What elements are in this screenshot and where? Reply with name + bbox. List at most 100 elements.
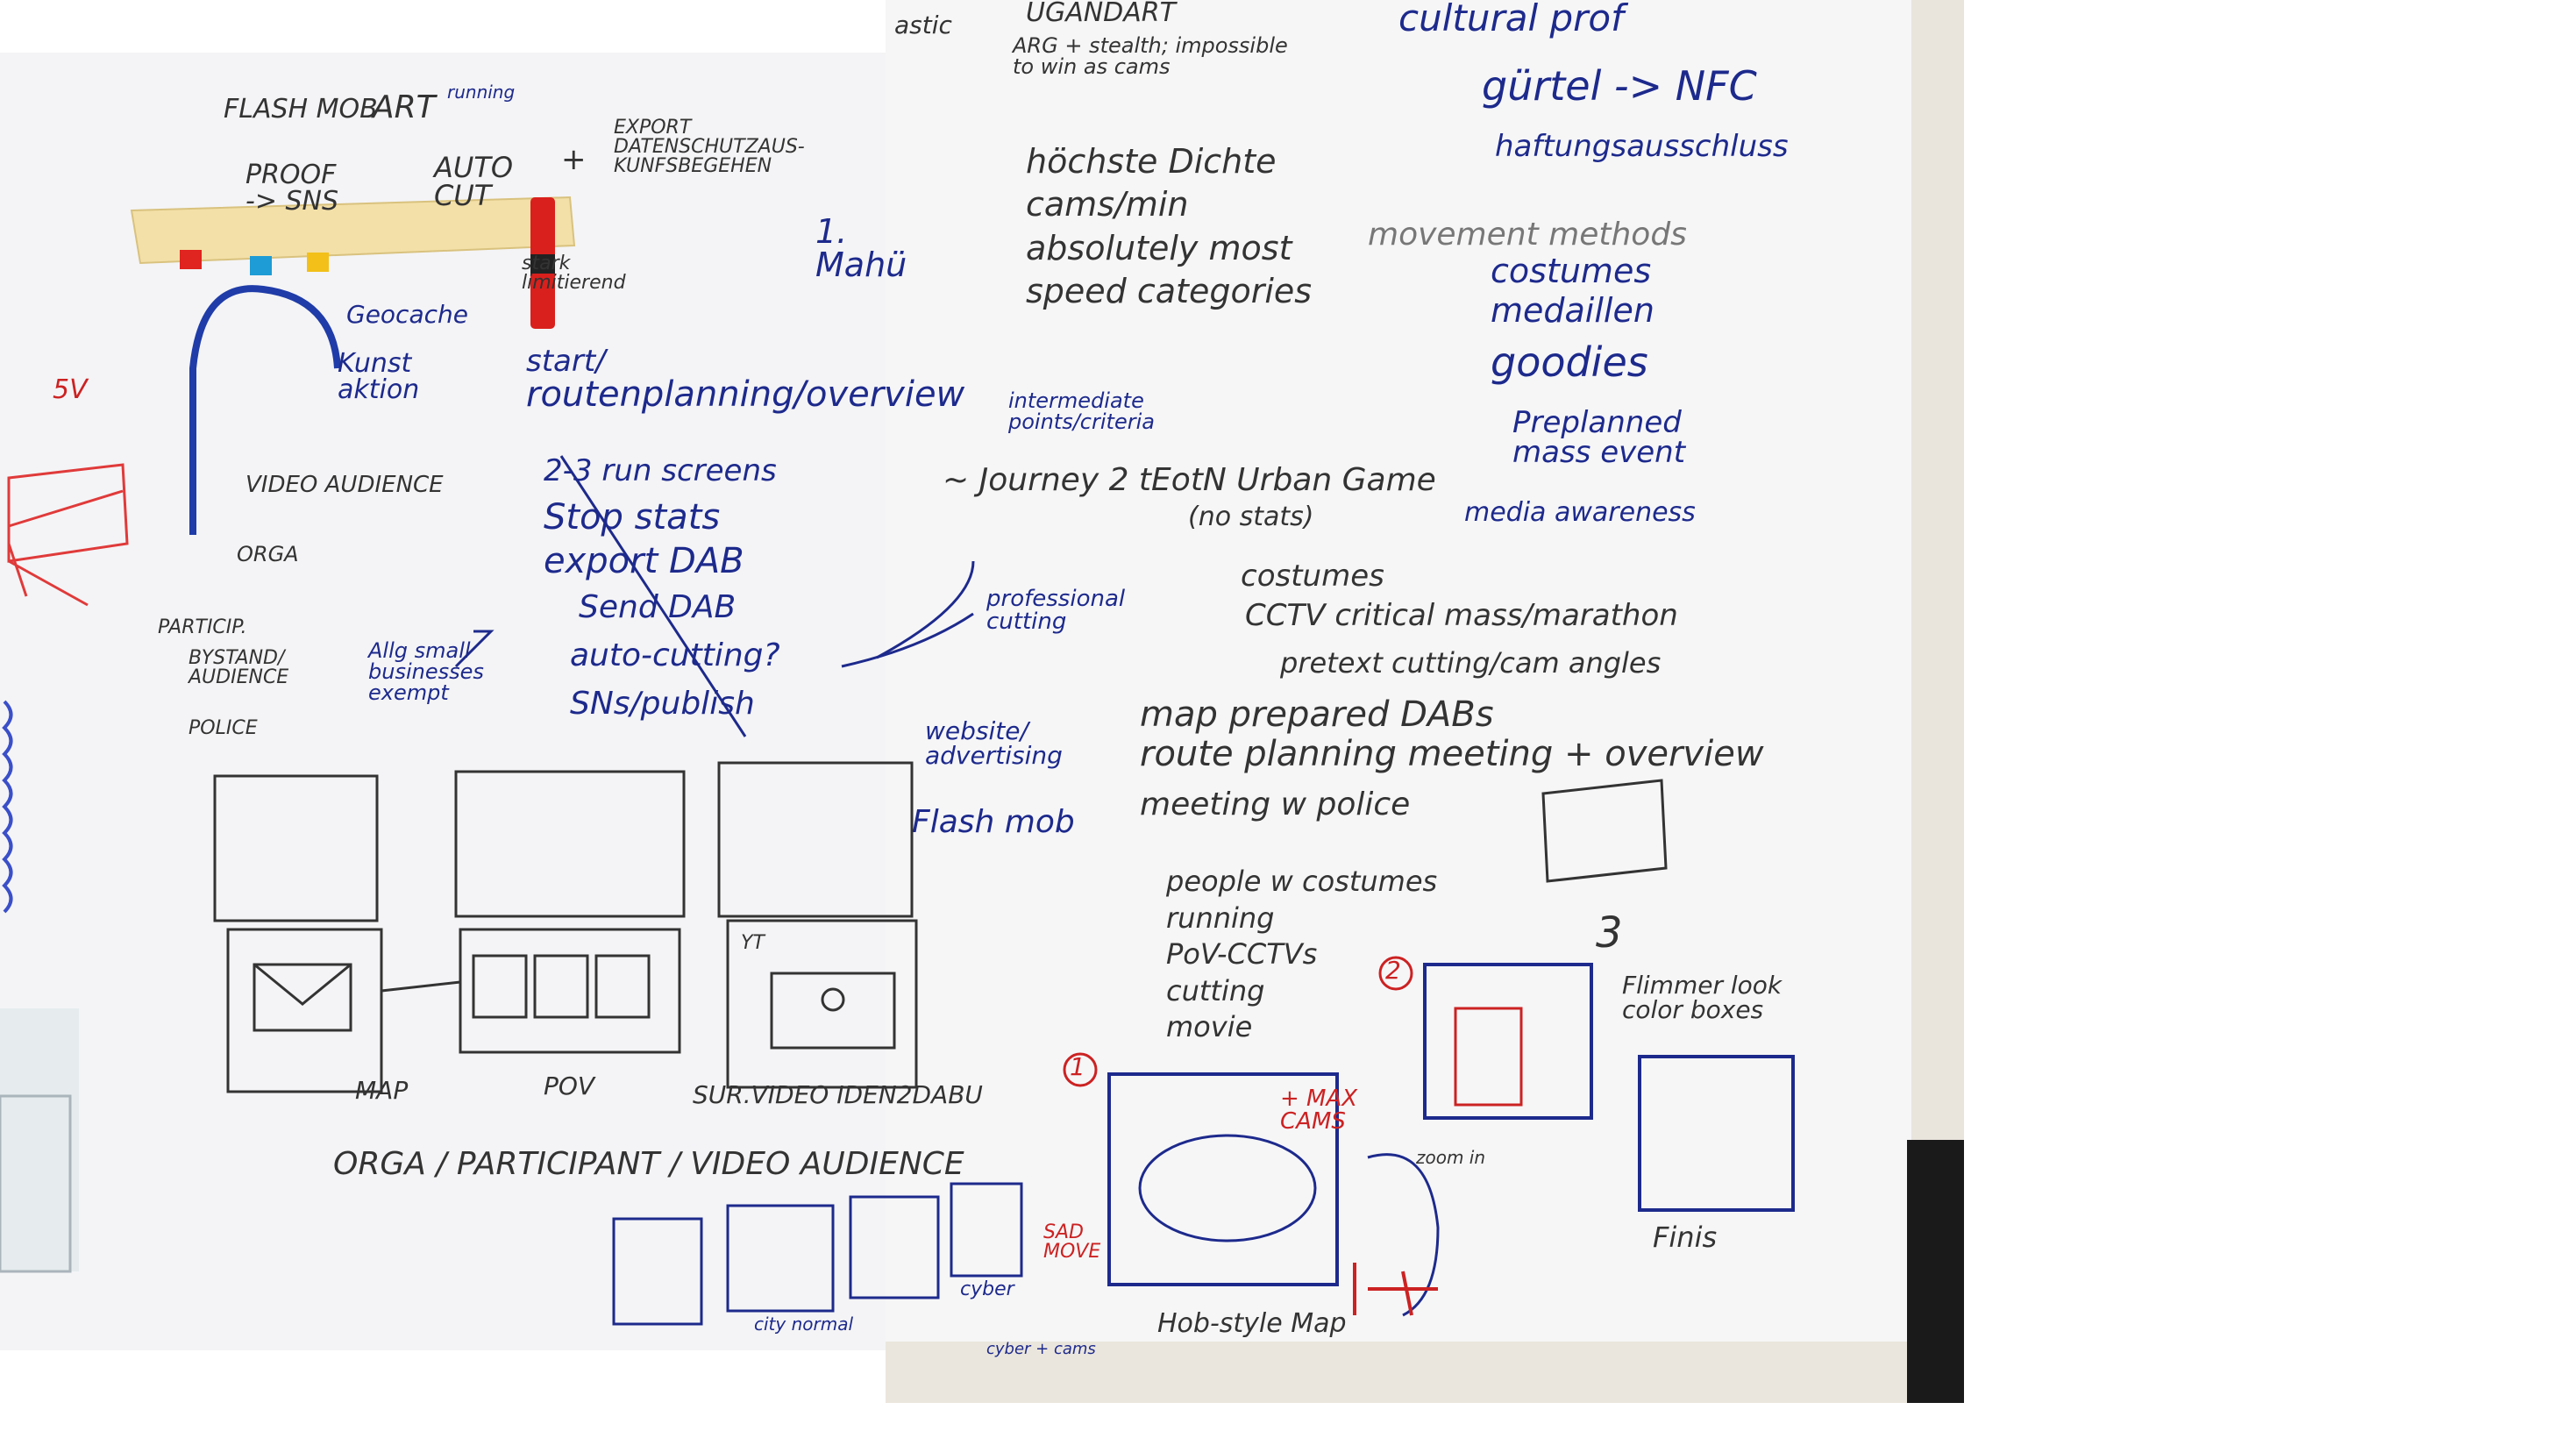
board-bottom-frame: [886, 1342, 1964, 1403]
note-particip: PARTICIP.: [158, 616, 247, 638]
video-player-sketch: [770, 972, 896, 1050]
note-routenplanning: routenplanning/overview: [526, 374, 965, 415]
left-board-photo: [0, 53, 1035, 1350]
play-icon: [821, 987, 845, 1012]
note-cctv-critical: CCTV critical mass/marathon: [1245, 598, 1678, 633]
note-astic: astic: [894, 11, 952, 39]
map-frame: [1107, 1072, 1339, 1286]
note-orga: ORGA: [237, 542, 299, 566]
note-cyber-cams: cyber + cams: [986, 1340, 1096, 1358]
magnet-yellow: [307, 253, 329, 272]
note-hoechste-dichte: höchste Dichte cams/min absolutely most …: [1026, 142, 1313, 311]
note-video-audience: VIDEO AUDIENCE: [246, 472, 444, 498]
note-media-awareness: media awareness: [1464, 497, 1696, 528]
storyboard-frame-2: [454, 770, 686, 918]
red-scribble-left: [7, 463, 129, 607]
note-stark-limitierend: stark limitierend: [522, 253, 626, 294]
note-pov-label: POV: [544, 1071, 595, 1100]
left-shelf: [0, 1008, 79, 1271]
screen-sketch-3: [849, 1195, 940, 1299]
note-meeting-police: meeting w police: [1140, 787, 1411, 822]
note-ugandart: UGANDART: [1026, 0, 1176, 28]
note-orga-participant: ORGA / PARTICIPANT / VIDEO AUDIENCE: [333, 1146, 964, 1182]
curve-prof: [876, 560, 975, 659]
note-num-3: 3: [1596, 908, 1623, 958]
note-costumes2: costumes: [1241, 559, 1384, 594]
note-preplanned: Preplanned mass event: [1512, 405, 1686, 470]
note-map-label: MAP: [355, 1076, 409, 1105]
screen-sketch-4: [950, 1182, 1023, 1278]
note-goodies: goodies: [1491, 338, 1648, 386]
map-blob: [1138, 1134, 1317, 1242]
curve-prof2: [841, 612, 974, 668]
red-corner-marks: [1353, 1263, 1438, 1316]
storyboard-frame-6: [726, 919, 918, 1089]
note-zoom-in: zoom in: [1416, 1147, 1486, 1168]
screen-sketch-2: [726, 1204, 835, 1313]
note-bystand: BYSTAND/ AUDIENCE: [189, 647, 289, 688]
black-object: [1907, 1140, 1964, 1403]
note-sns-publish: SNs/publish: [570, 686, 755, 722]
pov-strip-3: [594, 954, 651, 1019]
note-flash-mob: Flash mob: [912, 804, 1075, 840]
arrow-bracket: [454, 630, 495, 668]
note-flash-mob-top: FLASH MOB: [224, 94, 378, 125]
note-medaillen: medaillen: [1491, 291, 1654, 330]
screen-sketch-1: [612, 1217, 703, 1326]
note-professional-cutting: professional cutting: [986, 586, 1126, 635]
note-num-1: 1: [1070, 1052, 1085, 1081]
finis-frame: [1638, 1055, 1795, 1212]
pov-strip-2: [533, 954, 589, 1019]
note-kunst-aktion: Kunst aktion: [338, 348, 420, 405]
note-start: start/: [526, 344, 606, 379]
note-export-dab: export DAB: [544, 541, 744, 581]
red-circle-1: [1063, 1052, 1098, 1087]
note-yt: YT: [741, 932, 765, 954]
right-board-photo: [886, 0, 1964, 1403]
note-shops: Allg small businesses exempt: [368, 638, 484, 705]
note-intermediate: intermediate points/criteria: [1008, 388, 1155, 434]
note-five-v: 5V: [53, 374, 88, 405]
note-hob-map: Hob-style Map: [1157, 1308, 1347, 1339]
red-wave-left: [2, 700, 13, 914]
note-flimmer: Flimmer look color boxes: [1622, 971, 1783, 1024]
zoom-arrow: [1367, 1153, 1440, 1317]
note-map-prepared: map prepared DABs: [1140, 694, 1494, 735]
masking-tape: [130, 196, 576, 265]
frame-connector: [381, 980, 461, 993]
pov-strip-1: [472, 954, 528, 1019]
note-pretext: pretext cutting/cam angles: [1280, 646, 1662, 680]
note-cultural-prof: cultural prof: [1398, 0, 1624, 39]
note-survideo: SUR.VIDEO IDEN2DABU: [693, 1080, 983, 1109]
storyboard-frame-1: [213, 774, 379, 922]
note-haftung: haftungsausschluss: [1495, 129, 1789, 164]
note-export-datenschutz: EXPORT DATENSCHUTZAUS- KUNFSBEGEHEN: [614, 117, 805, 177]
note-geocache: Geocache: [346, 300, 468, 329]
note-arg-stealth: ARG + stealth; impossible to win as cams: [1013, 33, 1288, 79]
note-auto-cutting: auto-cutting?: [570, 637, 780, 673]
note-people-costumes: people w costumes running PoV-CCTVs cutt…: [1166, 865, 1438, 1044]
blue-hook-drawing: [189, 285, 341, 535]
note-running: running: [447, 82, 516, 103]
note-sad-move: SAD MOVE: [1043, 1221, 1101, 1263]
note-city-normal: city normal: [754, 1314, 854, 1335]
note-journey: ~ Journey 2 tEotN Urban Game: [943, 462, 1436, 498]
note-plus: +: [561, 142, 587, 177]
note-mahue: 1. Mahü: [815, 212, 907, 284]
note-stop-stats: Stop stats: [544, 497, 721, 538]
red-circle-2: [1378, 956, 1413, 991]
storyboard-frame-4: [226, 928, 383, 1093]
note-website: website/ advertising: [925, 716, 1063, 770]
escape-sign-inner: [1454, 1007, 1523, 1107]
note-cyber: cyber: [960, 1278, 1014, 1300]
magnet-blue: [250, 256, 272, 275]
note-run-screens: 2-3 run screens: [544, 453, 777, 488]
note-max-cams: + MAX CAMS: [1280, 1086, 1358, 1135]
note-no-stats: (no stats): [1188, 502, 1314, 532]
magnet-red: [180, 250, 202, 269]
left-shelf-box: [0, 1094, 72, 1273]
envelope-sketch: [253, 963, 352, 1032]
note-num-2: 2: [1385, 956, 1401, 985]
note-costumes: costumes: [1491, 252, 1652, 290]
